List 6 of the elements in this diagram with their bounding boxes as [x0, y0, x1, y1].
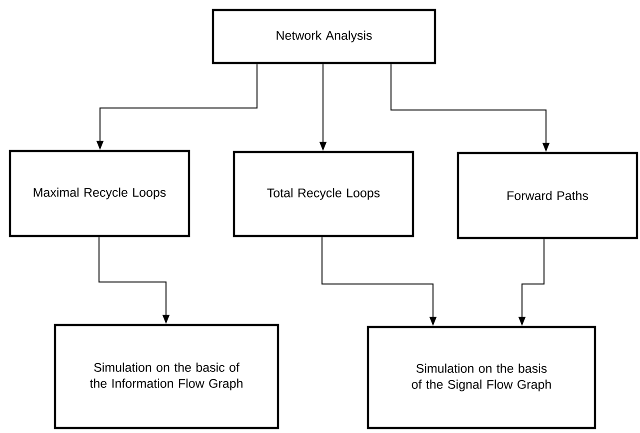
process-box: Total Recycle Loops [232, 150, 414, 238]
process-box: Simulation on the basic of the Information Flow Graph [54, 324, 280, 430]
process-box: Simulation on the basis of the Signal Flow Graph [366, 326, 596, 430]
process-box: Forward Paths [456, 152, 638, 240]
process-box: Maximal Recycle Loops [8, 150, 190, 238]
process-box: Network Analysis [212, 8, 436, 64]
